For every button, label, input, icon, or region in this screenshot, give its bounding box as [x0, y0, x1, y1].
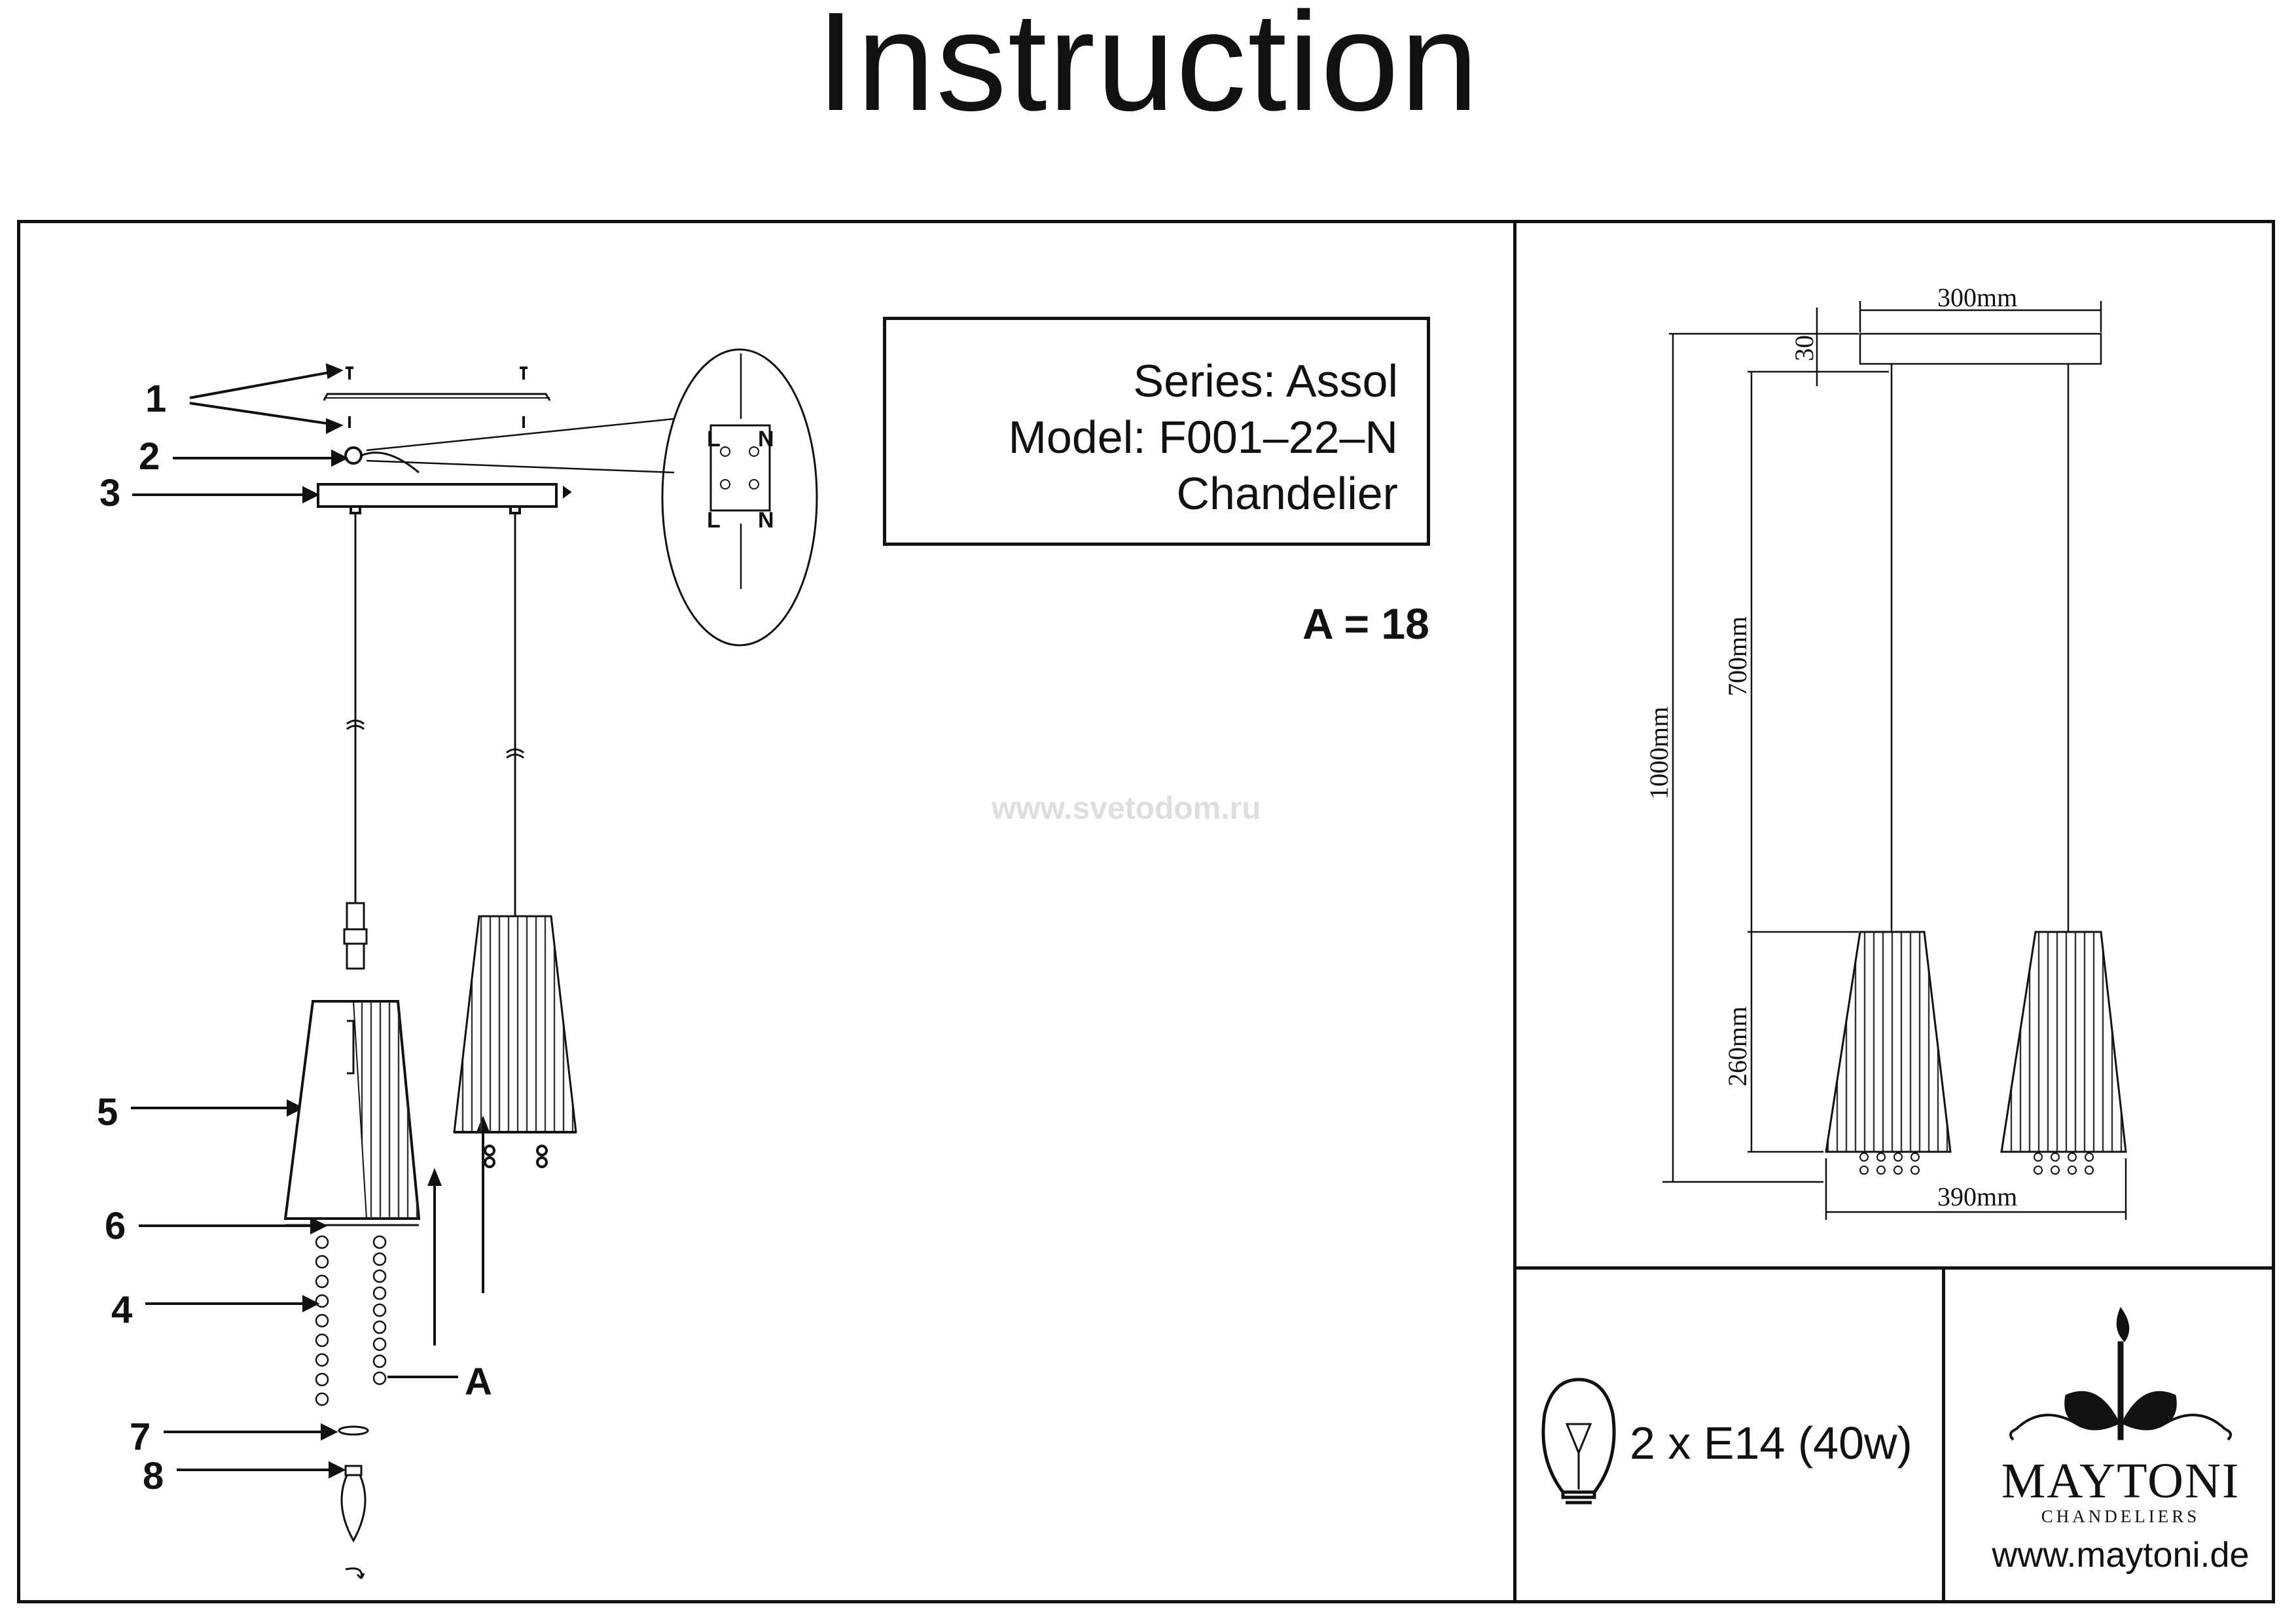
dimension-diagram — [1662, 301, 2127, 1220]
crystal-quantity-note: A = 18 — [1302, 599, 1429, 648]
page-title: Instruction — [816, 0, 1480, 140]
bulb-spec: 2 x E14 (40w) — [1630, 1418, 1912, 1469]
part-label-a: A — [465, 1361, 492, 1403]
part-number-3: 3 — [99, 472, 121, 514]
product-type-label: Chandelier — [1176, 468, 1398, 519]
divider-vertical-footer — [1942, 1266, 1945, 1600]
dim-cable-length: 700mm — [1723, 616, 1752, 696]
watermark: www.svetodom.ru — [992, 791, 1261, 826]
part-number-6: 6 — [105, 1205, 126, 1247]
series-label: Series: Assol — [1133, 355, 1398, 406]
part-number-5: 5 — [97, 1091, 118, 1133]
part-number-1: 1 — [145, 378, 167, 420]
part-number-8: 8 — [143, 1455, 164, 1497]
dim-shade-height: 260mm — [1723, 1007, 1752, 1086]
crystal-strands — [315, 1235, 387, 1406]
part-number-4: 4 — [111, 1289, 133, 1331]
brand-name: MAYTONI — [2001, 1454, 2240, 1508]
terminal-label-l1: L — [707, 427, 721, 452]
product-info-box: Series: Assol Model: F001–22–N Chandelie… — [883, 317, 1430, 546]
dim-overall-width: 390mm — [1937, 1182, 2017, 1211]
terminal-label-n1: N — [758, 427, 774, 452]
divider-vertical-main — [1513, 223, 1516, 1600]
model-label: Model: F001–22–N — [1008, 412, 1398, 463]
dim-total-height: 1000mm — [1644, 707, 1674, 800]
brand-subtitle: CHANDELIERS — [2041, 1507, 2200, 1526]
dim-canopy-width: 300mm — [1937, 283, 2017, 312]
bulb-icon — [1541, 1378, 1616, 1505]
drawing-frame — [17, 220, 2275, 1603]
assembly-diagram — [131, 348, 818, 1580]
maytoni-logo-ornament — [2009, 1307, 2233, 1441]
part-number-7: 7 — [130, 1416, 151, 1458]
terminal-label-l2: L — [707, 508, 721, 533]
dim-canopy-height: 30 — [1789, 335, 1819, 361]
terminal-label-n2: N — [758, 508, 774, 533]
brand-url: www.maytoni.de — [1992, 1535, 2250, 1575]
divider-horizontal-right — [1513, 1266, 2275, 1270]
part-number-2: 2 — [139, 435, 160, 478]
